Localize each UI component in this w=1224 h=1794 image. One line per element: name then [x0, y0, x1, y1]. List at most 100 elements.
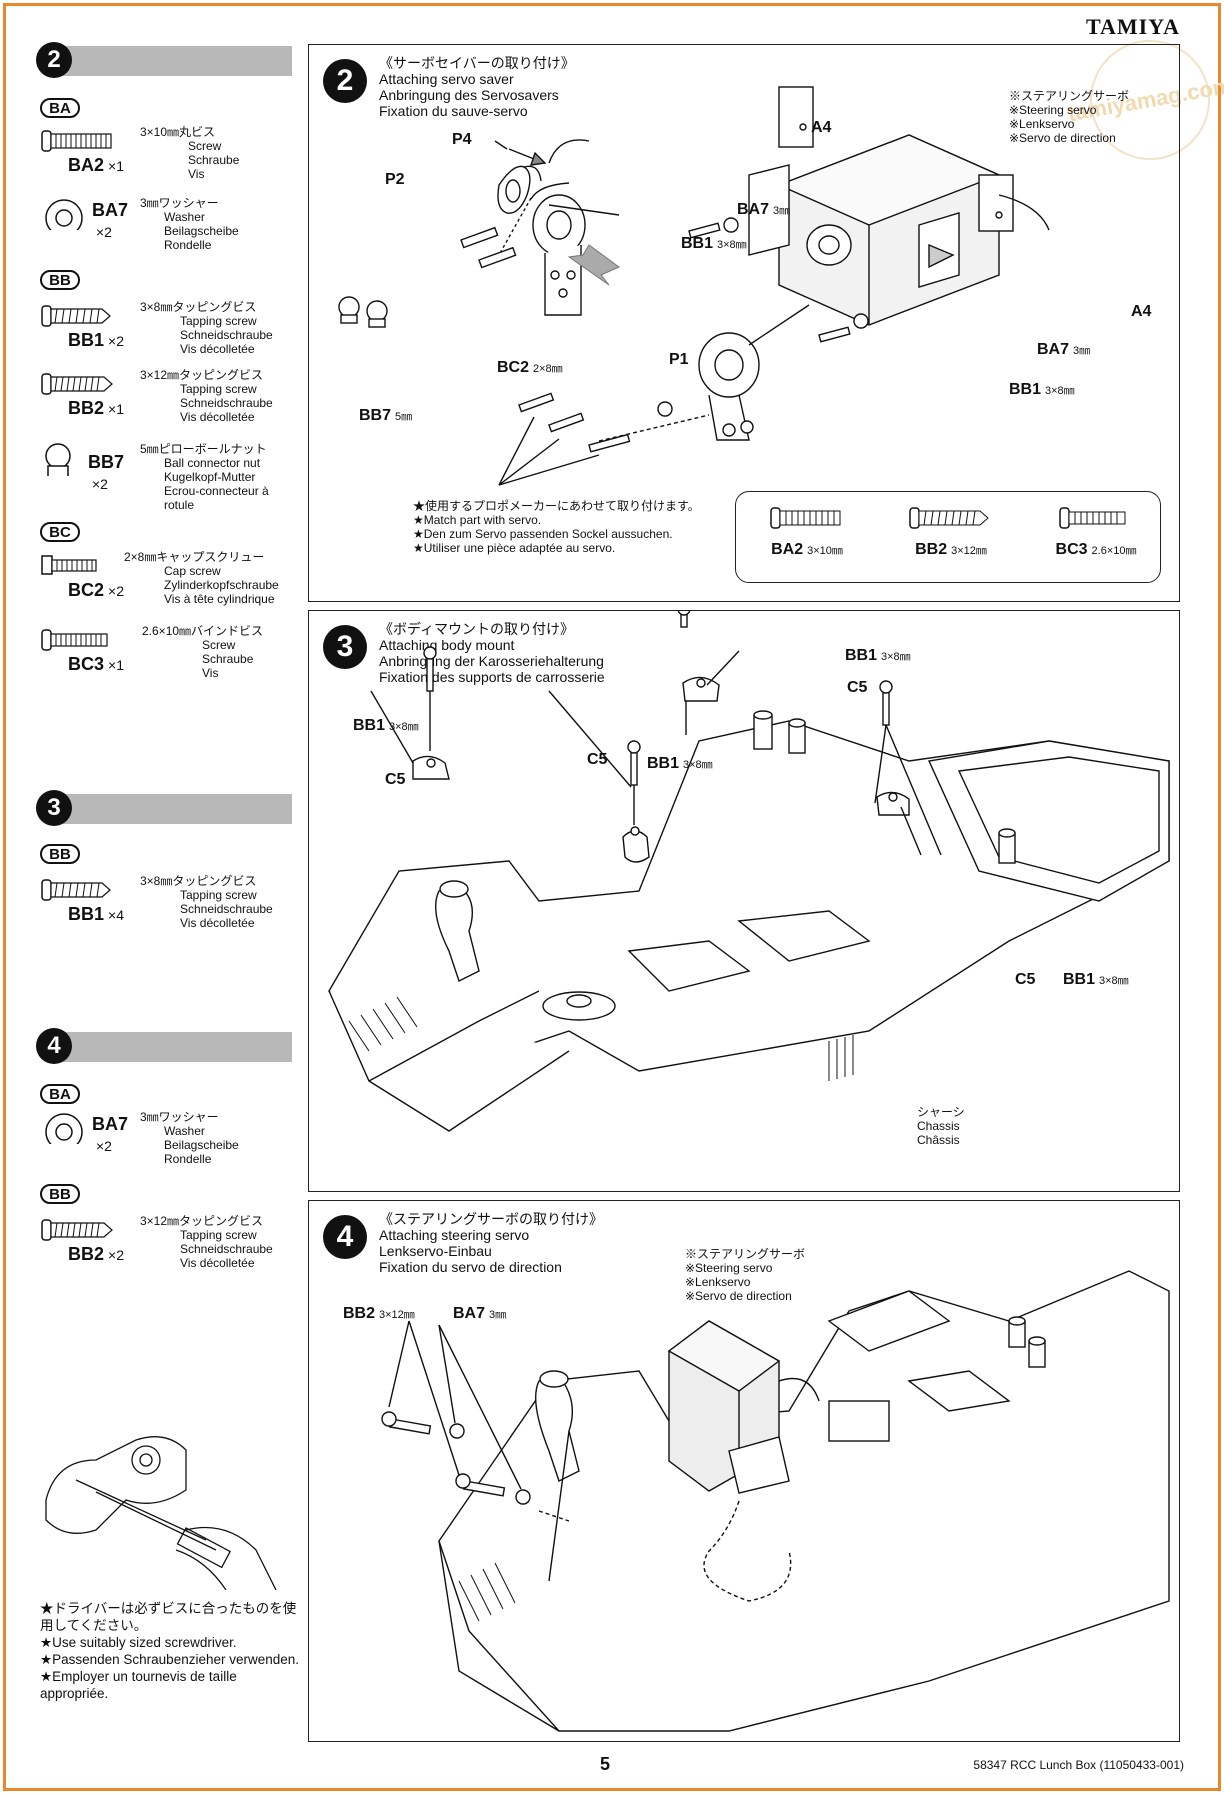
chassis-label: シャーシ Chassis Châssis	[917, 1105, 965, 1147]
part-size: 3×8㎜	[1099, 975, 1129, 987]
part-qty: ×2	[108, 583, 124, 599]
left-step-3-header: 3	[36, 790, 292, 828]
desc-en: Screw	[188, 139, 222, 153]
part-code: BB1	[353, 717, 386, 734]
title-en: Attaching servo saver	[379, 71, 514, 87]
desc-de: Schneidschraube	[180, 902, 273, 916]
step-number: 3	[36, 790, 72, 826]
part-size: 3×8㎜	[389, 721, 419, 733]
part-size: 3×10㎜	[807, 545, 843, 557]
step-4-panel: 4 《ステアリングサーボの取り付け》 Attaching steering se…	[308, 1200, 1180, 1742]
part-size: 2×8㎜	[533, 363, 563, 375]
label-c5: C5	[847, 679, 868, 696]
screw-icon	[41, 629, 108, 651]
desc-jp: 2×8㎜キャップスクリュー	[124, 550, 265, 564]
tapping-screw-icon	[41, 305, 111, 327]
note-jp: ※ステアリングサーボ	[1009, 89, 1130, 103]
screw-icon	[41, 130, 112, 152]
desc-fr: Ecrou-connecteur à rotule	[164, 484, 269, 512]
part-code: BA2	[771, 541, 804, 558]
note-fr: ★Utiliser une pièce adaptée au servo.	[413, 541, 616, 555]
part-code: BB2	[343, 1305, 376, 1322]
tip-jp: ★ドライバーは必ずビスに合ったものを使用してください。	[40, 1601, 297, 1633]
desc-fr: Vis	[202, 666, 219, 680]
part-qty: ×2	[96, 224, 112, 240]
desc-de: Schneidschraube	[180, 328, 273, 342]
part-qty: ×2	[96, 1138, 112, 1154]
step-3-panel: 3 《ボディマウントの取り付け》 Attaching body mount An…	[308, 610, 1180, 1192]
step-title: 《ステアリングサーボの取り付け》 Attaching steering serv…	[379, 1211, 603, 1275]
note-en: ※Steering servo	[1009, 103, 1097, 117]
screw-icon	[1059, 507, 1126, 529]
desc-fr: Vis décolletée	[180, 916, 255, 930]
desc-de: Beilagscheibe	[164, 224, 239, 238]
desc-de: Schraube	[188, 153, 240, 167]
note-de: ※Lenkservo	[685, 1275, 751, 1289]
desc-en: Screw	[202, 638, 236, 652]
title-en: Attaching steering servo	[379, 1227, 530, 1243]
title-fr: Fixation des supports de carrosserie	[379, 669, 605, 685]
desc-fr: Rondelle	[164, 1152, 212, 1166]
step-number: 2	[36, 42, 72, 78]
desc-de: Kugelkopf-Mutter	[164, 470, 256, 484]
part-code: BB2	[68, 398, 105, 418]
tip-en: ★Use suitably sized screwdriver.	[40, 1635, 237, 1650]
ball-nut-icon	[45, 443, 71, 476]
part-code: BB7	[88, 452, 125, 472]
label-c5: C5	[587, 751, 608, 768]
desc-jp: 5㎜ピローボールナット	[140, 442, 267, 456]
tapping-screw-icon	[41, 373, 113, 395]
bag-label: BC	[40, 522, 80, 542]
bag-label: BA	[40, 98, 80, 118]
left-step-4-header: 4	[36, 1028, 292, 1066]
match-note: ★使用するプロポメーカーにあわせて取り付けます。 ★Match part wit…	[413, 499, 700, 555]
part-qty: ×2	[108, 333, 124, 349]
step-2-panel: 2 《サーボセイバーの取り付け》 Attaching servo saver A…	[308, 44, 1180, 602]
screwdriver-illustration	[45, 1436, 277, 1590]
desc-de: Schneidschraube	[180, 1242, 273, 1256]
part-qty: ×1	[108, 158, 124, 174]
cap-screw-icon	[41, 555, 97, 575]
brand-logo: TAMIYA	[1085, 14, 1180, 39]
part-qty: ×1	[108, 401, 124, 417]
title-jp: 《ボディマウントの取り付け》	[379, 621, 575, 637]
label-c5: C5	[1015, 971, 1036, 988]
desc-en: Washer	[164, 210, 205, 224]
part-code: BA7	[737, 201, 770, 218]
title-de: Lenkservo-Einbau	[379, 1243, 492, 1259]
part-code: BA7	[92, 200, 129, 220]
part-code: BB1	[1009, 381, 1042, 398]
part-size: 3㎜	[1073, 345, 1091, 357]
product-code: 58347 RCC Lunch Box (11050433-001)	[973, 1758, 1184, 1772]
desc-jp: 3×8㎜タッピングビス	[140, 874, 257, 888]
part-code: BC2	[497, 359, 530, 376]
part-size: 3×12㎜	[379, 1309, 415, 1321]
desc-jp: 3㎜ワッシャー	[140, 196, 219, 210]
note-fr: ※Servo de direction	[1009, 131, 1116, 145]
page-number: 5	[600, 1754, 611, 1774]
servo-note: ※ステアリングサーボ ※Steering servo ※Lenkservo ※S…	[1009, 89, 1129, 145]
part-size: 5㎜	[395, 411, 413, 423]
desc-fr: Vis décolletée	[180, 342, 255, 356]
part-code: BA7	[1037, 341, 1070, 358]
left-step-2-header: 2	[36, 42, 292, 80]
label-p1: P1	[669, 351, 689, 368]
part-code: BB1	[681, 235, 714, 252]
title-fr: Fixation du sauve-servo	[379, 103, 528, 119]
desc-en: Ball connector nut	[164, 456, 261, 470]
